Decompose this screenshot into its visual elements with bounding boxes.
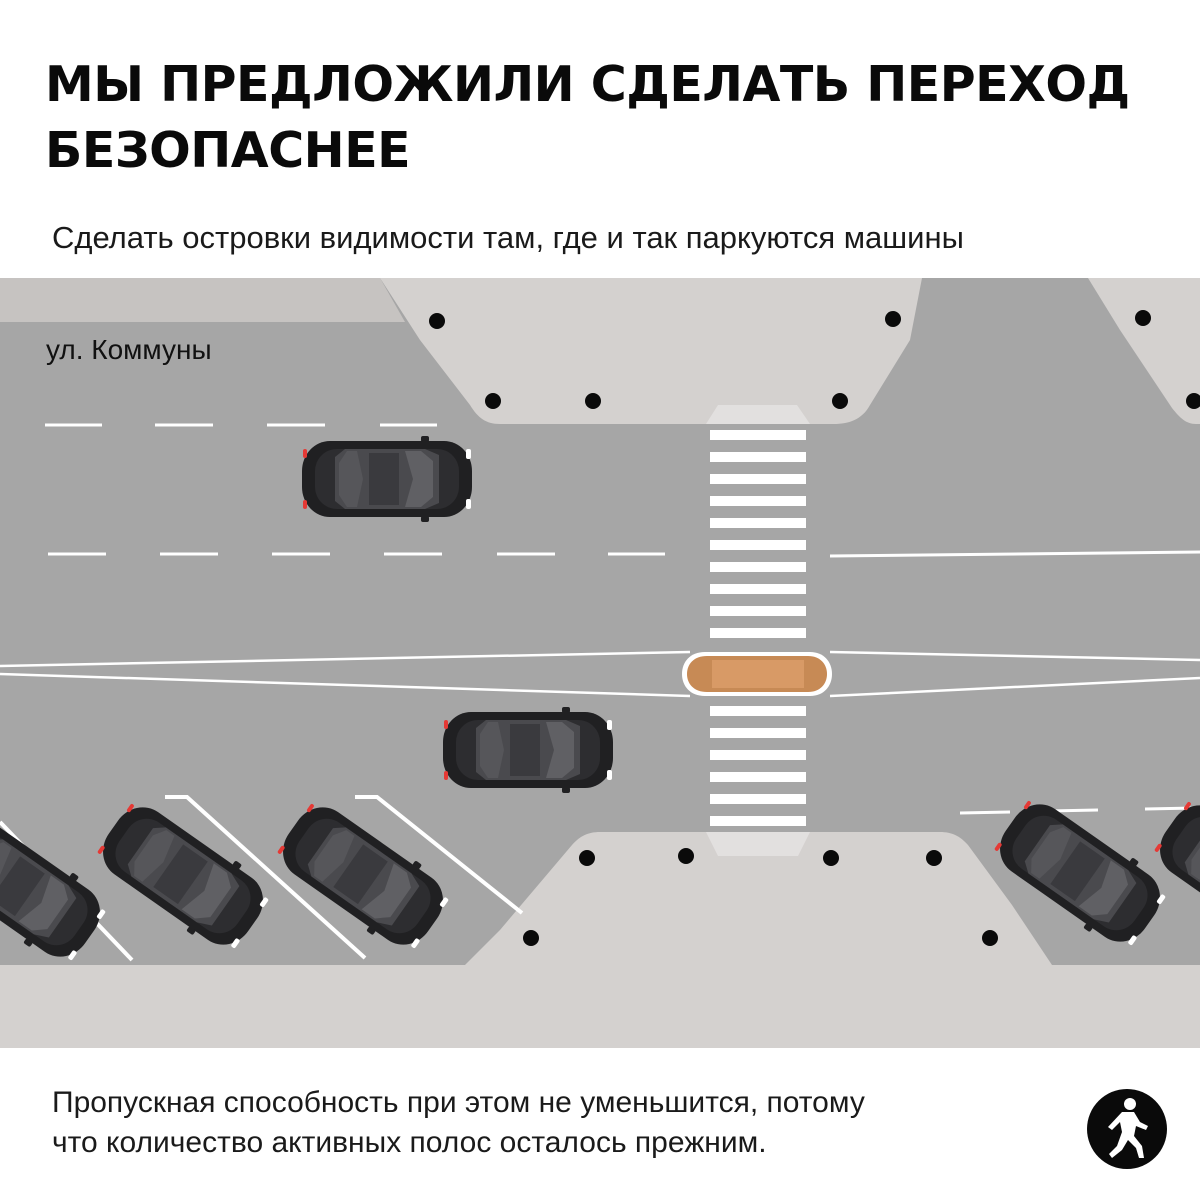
- subtitle: Сделать островки видимости там, где и та…: [52, 220, 964, 255]
- center-divider: [0, 650, 1200, 698]
- upper-sidewalk-island-right: [1088, 278, 1200, 424]
- lower-sidewalk: [0, 832, 1200, 1048]
- page-title: МЫ ПРЕДЛОЖИЛИ СДЕЛАТЬ ПЕРЕХОД БЕЗОПАСНЕЕ: [45, 52, 1165, 184]
- car-moving-lower: [443, 707, 613, 793]
- caption-line-1: Пропускная способность при этом не умень…: [52, 1086, 865, 1119]
- lane-markings: [45, 423, 1200, 815]
- caption-line-2: что количество активных полос осталось п…: [52, 1126, 767, 1159]
- refuge-island: [682, 652, 832, 696]
- bottom-caption: Пропускная способность при этом не умень…: [52, 1083, 1052, 1163]
- title-line-1: МЫ ПРЕДЛОЖИЛИ СДЕЛАТЬ ПЕРЕХОД: [45, 56, 1130, 113]
- street-label: ул. Коммуны: [46, 334, 212, 365]
- bollards: [429, 310, 1200, 946]
- street-diagram: ул. Коммуны: [0, 278, 1200, 1048]
- title-line-2: БЕЗОПАСНЕЕ: [45, 122, 411, 179]
- crosswalk: [706, 405, 810, 856]
- upper-sidewalk-island-left: [380, 278, 922, 424]
- car-moving-upper: [302, 436, 472, 522]
- pedestrian-runner-icon: [1086, 1088, 1168, 1170]
